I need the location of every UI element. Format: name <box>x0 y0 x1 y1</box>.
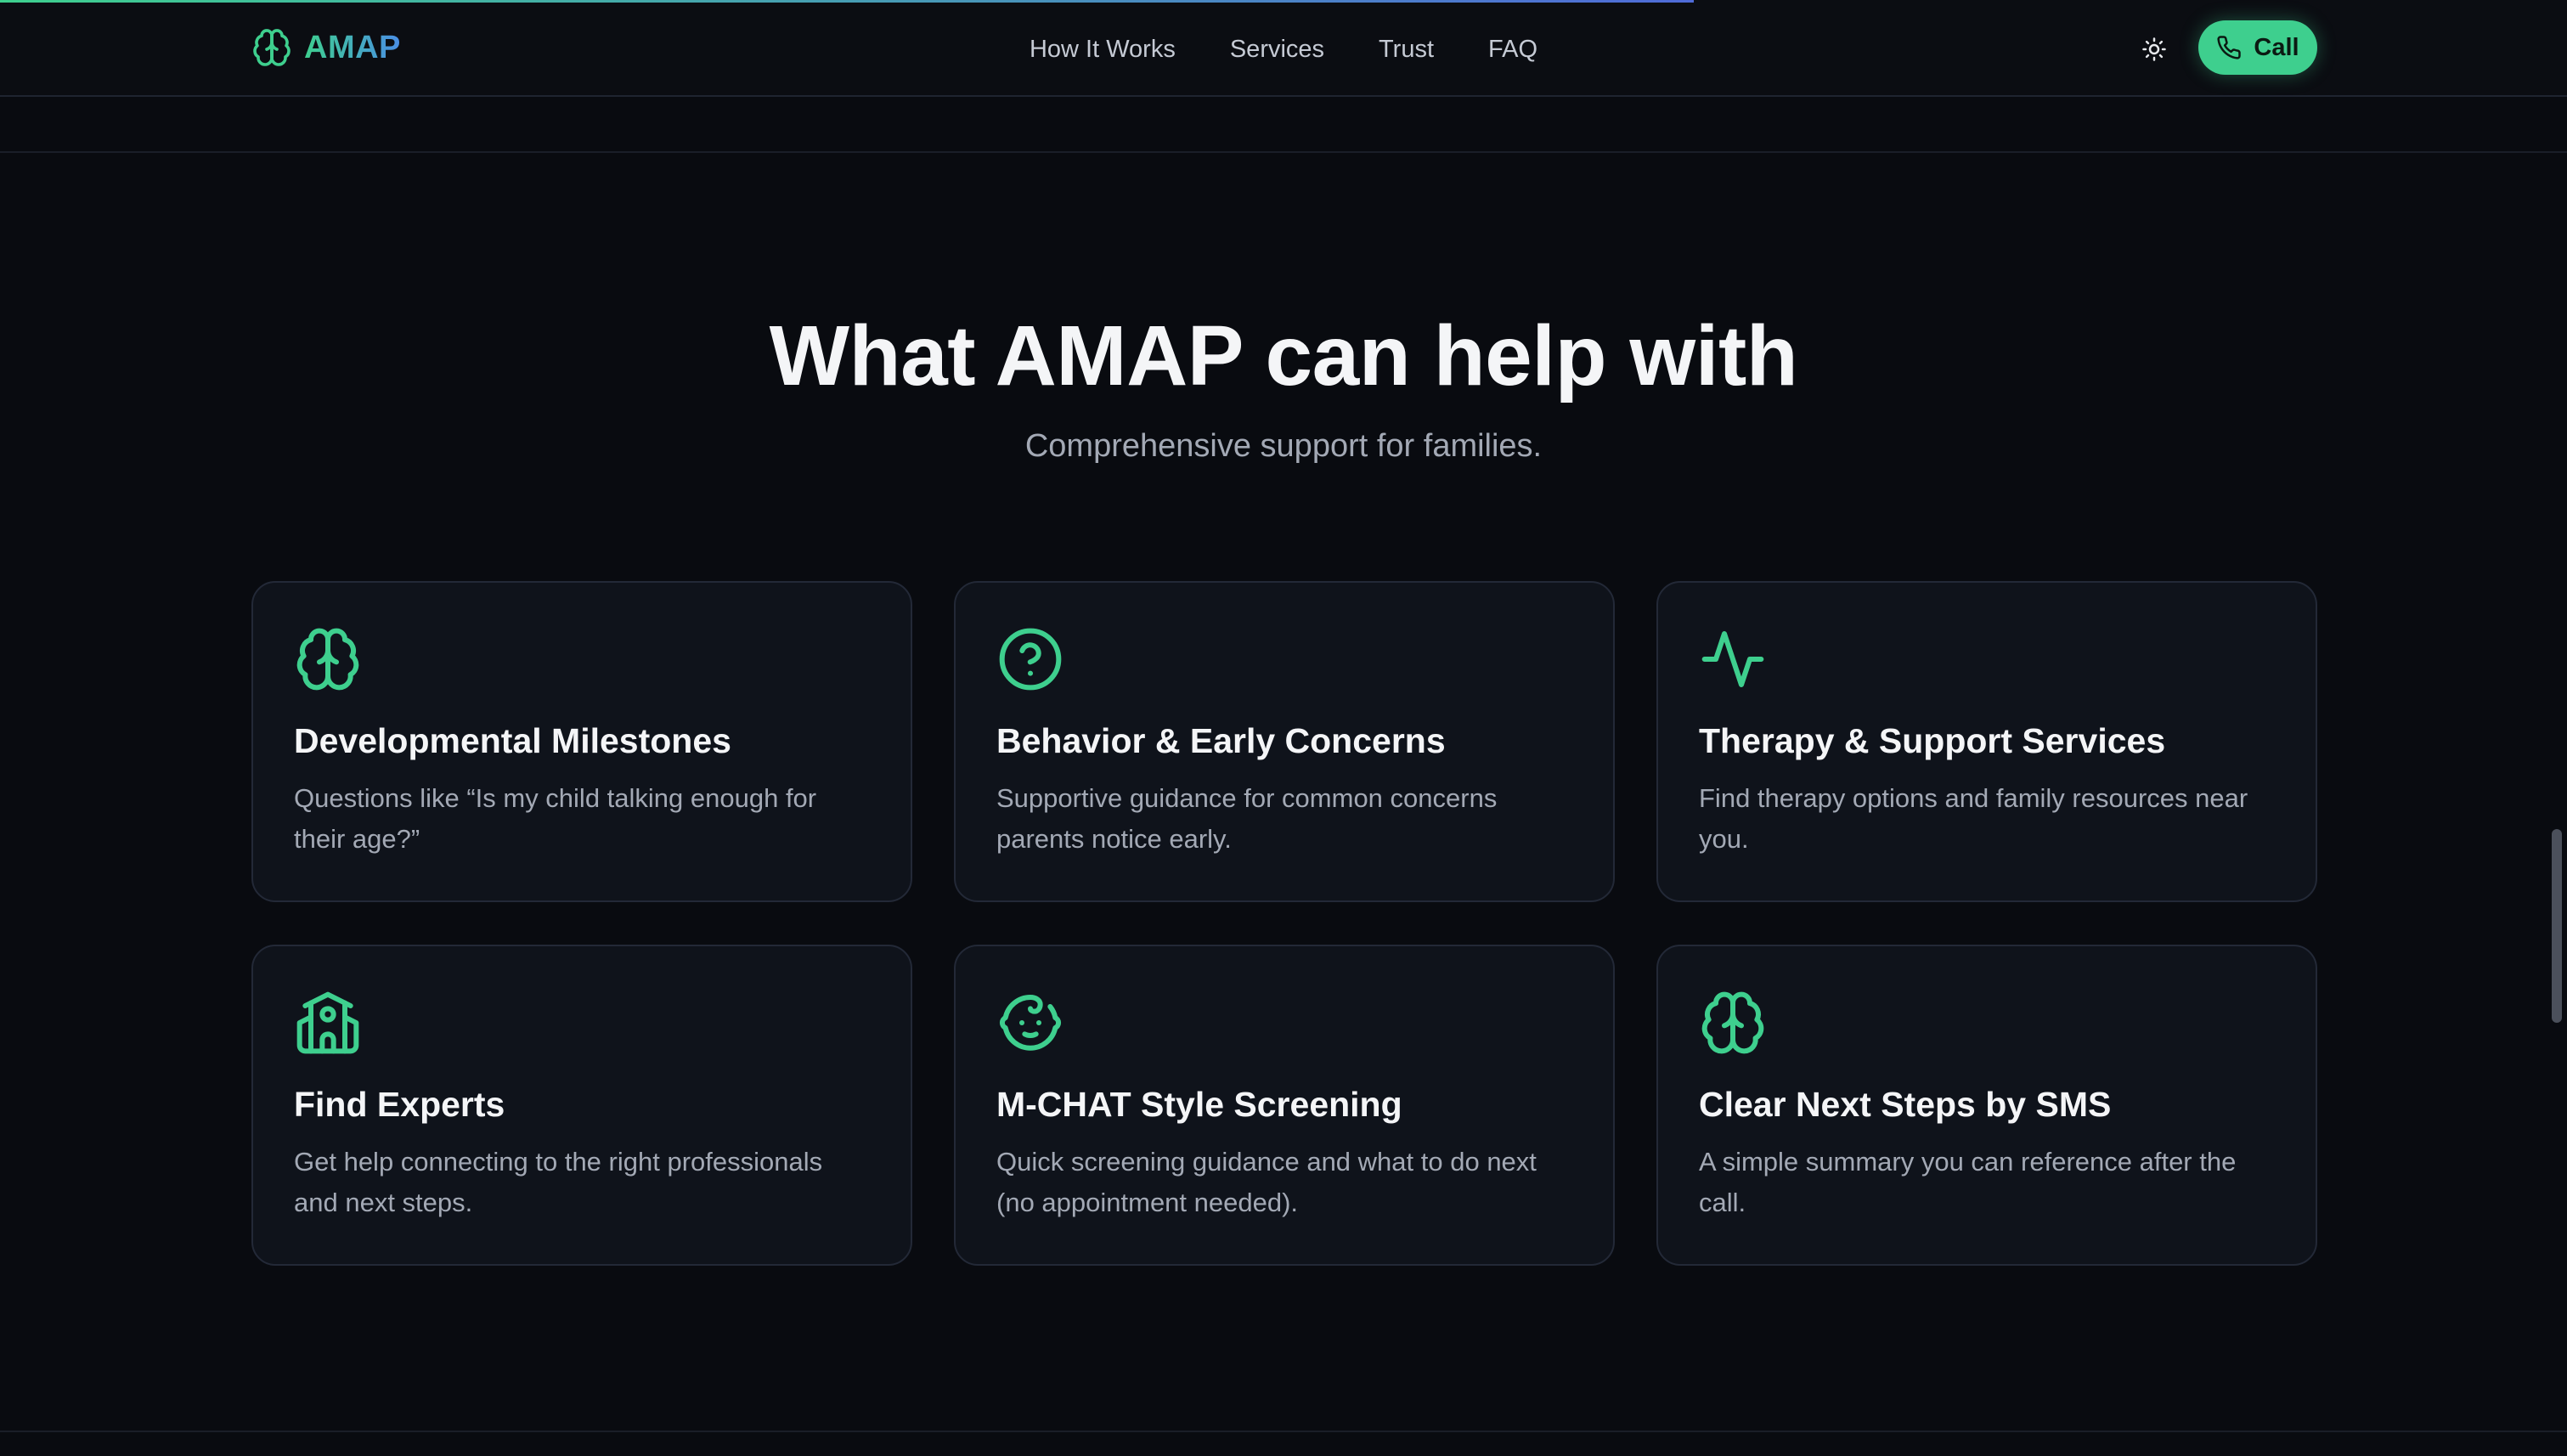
section-title: What AMAP can help with <box>769 308 1798 404</box>
nav-link-services[interactable]: Services <box>1229 36 1325 63</box>
service-card-developmental-milestones: Developmental Milestones Questions like … <box>251 581 912 902</box>
brain-icon <box>1701 991 1764 1054</box>
section-divider <box>0 151 2567 153</box>
service-card-next-steps-sms: Clear Next Steps by SMS A simple summary… <box>1656 945 2317 1266</box>
card-description: Supportive guidance for common concerns … <box>996 783 1498 854</box>
brand-logo-link[interactable]: AMAP <box>251 27 401 68</box>
main-nav: How It Works Services Trust FAQ <box>0 31 2567 68</box>
theme-toggle-button[interactable] <box>2137 32 2171 66</box>
service-card-mchat-screening: M-CHAT Style Screening Quick screening g… <box>954 945 1615 1266</box>
card-title: Clear Next Steps by SMS <box>1699 1085 2112 1124</box>
nav-link-trust[interactable]: Trust <box>1379 36 1435 63</box>
nav-link-how-it-works[interactable]: How It Works <box>1029 36 1176 63</box>
help-circle-icon <box>999 628 1062 691</box>
site-header: AMAP How It Works Services Trust FAQ Cal… <box>0 0 2567 97</box>
brand-name: AMAP <box>304 29 401 65</box>
brain-icon <box>296 628 359 691</box>
card-title: Behavior & Early Concerns <box>996 721 1446 760</box>
sun-icon <box>2142 37 2166 61</box>
card-description: Find therapy options and family resource… <box>1699 783 2248 854</box>
card-description: Get help connecting to the right profess… <box>294 1147 823 1217</box>
card-description: Questions like “Is my child talking enou… <box>294 783 817 854</box>
scroll-progress-bar <box>0 0 1694 3</box>
card-title: Find Experts <box>294 1085 505 1124</box>
card-description: Quick screening guidance and what to do … <box>996 1147 1537 1217</box>
footer-divider <box>0 1431 2567 1432</box>
call-button-label: Call <box>2254 33 2299 61</box>
scrollbar-thumb[interactable] <box>2552 829 2562 1023</box>
nav-link-faq[interactable]: FAQ <box>1488 36 1538 63</box>
card-title: Therapy & Support Services <box>1699 721 2166 760</box>
section-subtitle: Comprehensive support for families. <box>1024 428 1543 464</box>
service-card-find-experts: Find Experts Get help connecting to the … <box>251 945 912 1266</box>
phone-icon <box>2217 36 2242 59</box>
call-button[interactable]: Call <box>2198 20 2317 75</box>
card-title: M-CHAT Style Screening <box>996 1085 1402 1124</box>
school-icon <box>296 991 359 1054</box>
service-card-behavior-concerns: Behavior & Early Concerns Supportive gui… <box>954 581 1615 902</box>
card-description: A simple summary you can reference after… <box>1699 1147 2237 1217</box>
brain-icon <box>253 29 291 66</box>
activity-icon <box>1701 631 1764 687</box>
baby-icon <box>999 995 1062 1051</box>
service-card-therapy-support: Therapy & Support Services Find therapy … <box>1656 581 2317 902</box>
card-title: Developmental Milestones <box>294 721 731 760</box>
